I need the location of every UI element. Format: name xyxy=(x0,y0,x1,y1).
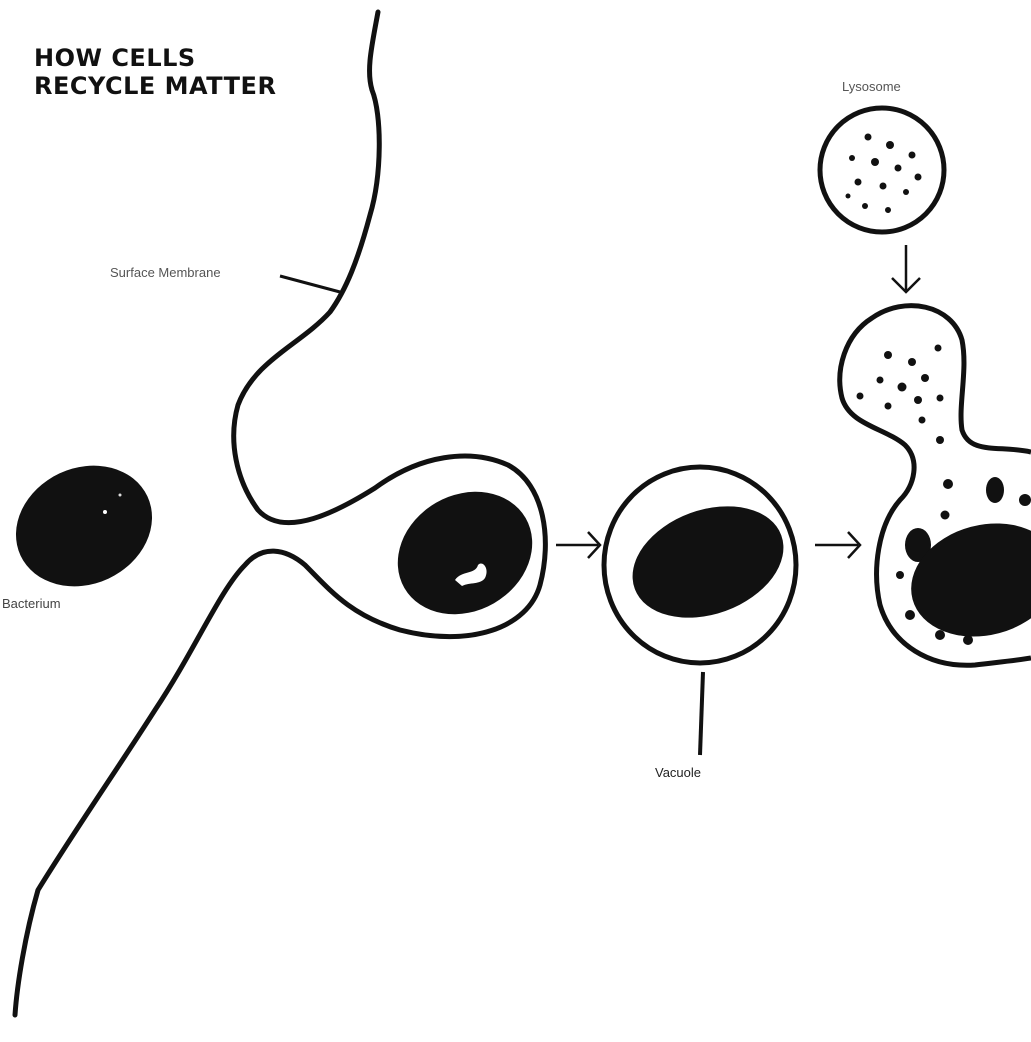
bacterium-engulfed xyxy=(375,468,554,638)
bacterium-label: Bacterium xyxy=(2,596,61,611)
vacuole-label: Vacuole xyxy=(655,765,701,780)
vacuole-pointer xyxy=(700,672,703,755)
lysosome xyxy=(820,108,944,232)
lysosome-granules xyxy=(846,134,922,214)
arrow-down xyxy=(892,245,920,292)
bacterium-free xyxy=(0,444,172,608)
surface-membrane-label: Surface Membrane xyxy=(110,265,221,280)
bacterium-in-vacuole xyxy=(617,486,799,637)
lysosome-label: Lysosome xyxy=(842,79,901,94)
arrow-2 xyxy=(815,532,860,558)
arrow-1 xyxy=(556,532,600,558)
surface-membrane-pointer xyxy=(280,276,340,292)
